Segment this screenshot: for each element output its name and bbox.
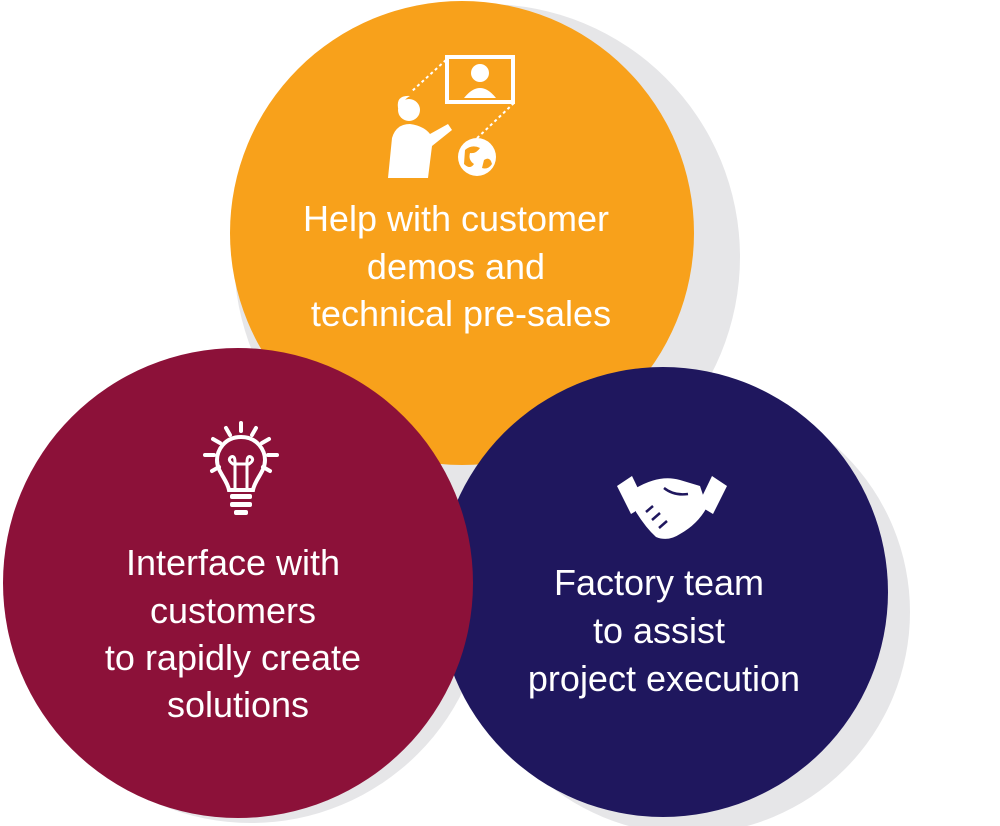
interface-line-4: solutions bbox=[167, 684, 309, 725]
ray-tl2 bbox=[211, 437, 222, 445]
presenter-head bbox=[398, 99, 420, 121]
lightbulb-base-2 bbox=[230, 502, 252, 507]
dotted-line-screen bbox=[410, 59, 447, 93]
thumb-line bbox=[663, 487, 689, 496]
handshake-icon bbox=[617, 476, 727, 539]
factory-line-1: Factory team bbox=[554, 562, 764, 603]
screen-person-body bbox=[464, 88, 496, 98]
globe-icon bbox=[458, 138, 496, 176]
handshake-fingers bbox=[645, 487, 689, 529]
presales-line-1: Help with customer bbox=[303, 198, 609, 239]
presenter-icon bbox=[388, 55, 515, 178]
lightbulb-base-1 bbox=[230, 494, 252, 499]
lightbulb-glass bbox=[214, 434, 268, 492]
ray-tl1 bbox=[224, 426, 232, 437]
factory-text: Factory team to assist project execution bbox=[528, 562, 800, 699]
circle-presales bbox=[230, 1, 694, 465]
finger-line-3 bbox=[658, 520, 668, 529]
interface-line-1: Interface with bbox=[126, 542, 340, 583]
circle-interface bbox=[3, 348, 473, 818]
interface-line-3: to rapidly create bbox=[105, 637, 361, 678]
lightbulb-base-3 bbox=[234, 510, 248, 515]
ray-tr2 bbox=[260, 437, 271, 445]
presales-line-2: demos and bbox=[367, 246, 545, 287]
finger-line-1 bbox=[645, 505, 654, 513]
globe-continents bbox=[464, 146, 492, 169]
interface-line-2: customers bbox=[150, 590, 316, 631]
circle-factory bbox=[438, 367, 888, 817]
lightbulb-filament bbox=[227, 455, 255, 488]
factory-line-2: to assist bbox=[593, 610, 725, 651]
presales-line-3: technical pre-sales bbox=[311, 293, 611, 334]
finger-line-2 bbox=[651, 512, 661, 521]
factory-line-3: project execution bbox=[528, 658, 800, 699]
presenter-body bbox=[388, 124, 452, 178]
handshake-hands bbox=[636, 478, 707, 539]
presenter-hair bbox=[397, 95, 410, 110]
screen-person-head bbox=[471, 64, 489, 82]
interface-text: Interface with customers to rapidly crea… bbox=[105, 542, 371, 725]
ray-tr1 bbox=[250, 426, 258, 437]
circles-layer bbox=[3, 1, 888, 818]
screen-icon bbox=[445, 55, 515, 104]
presales-text: Help with customer demos and technical p… bbox=[303, 198, 619, 334]
lightbulb-icon bbox=[203, 421, 279, 515]
